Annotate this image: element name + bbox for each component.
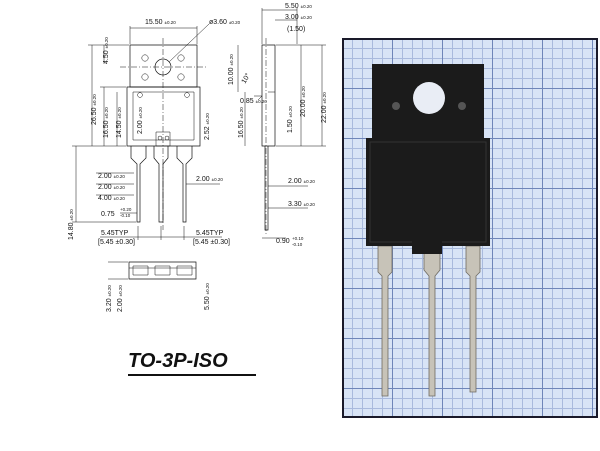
dim-tab-height: 4.50 (103, 50, 110, 64)
dim-lead-w2: 0.75 (101, 211, 115, 218)
svg-text:26.50±0.20: 26.50±0.20 (91, 94, 98, 125)
side-dim-h4: 22.00 (321, 105, 328, 123)
svg-text:2.00±0.20: 2.00±0.20 (98, 184, 125, 191)
svg-text:-0.10: -0.10 (292, 242, 303, 247)
svg-text:14.50±0.20: 14.50±0.20 (116, 107, 123, 138)
transistor-photo-illustration (366, 64, 490, 397)
svg-text:+0.10: +0.10 (292, 236, 304, 241)
svg-text:10.00±0.20: 10.00±0.20 (228, 54, 235, 85)
package-body (366, 138, 490, 246)
side-dim-angle: 10° (240, 72, 252, 85)
dim-lead-w4: 2.00 (196, 176, 210, 183)
svg-text:16.50±0.20: 16.50±0.20 (103, 107, 110, 138)
svg-text:4.00±0.20: 4.00±0.20 (98, 195, 125, 202)
svg-text:3.00±0.20: 3.00±0.20 (285, 14, 312, 21)
tab-dot-right (458, 102, 466, 110)
dim-hole-dia: ø3.60 (209, 19, 227, 26)
svg-text:14.80±0.20: 14.80±0.20 (68, 209, 75, 240)
svg-text:2.00±0.20: 2.00±0.20 (196, 176, 223, 183)
svg-text:5.50±0.20: 5.50±0.20 (204, 283, 211, 310)
side-dim-body-t-ref: (1.50) (287, 26, 305, 33)
dim-pitch-1: 5.45TYP (101, 230, 129, 237)
svg-text:2.00±0.20: 2.00±0.20 (137, 107, 144, 134)
title-underline (128, 374, 256, 376)
svg-text:15.50±0.20: 15.50±0.20 (145, 19, 176, 26)
side-dim-tab-h: 10.00 (228, 67, 235, 85)
side-dim-lead-t: 0.85 (240, 98, 254, 105)
technical-drawing: 15.50±0.20 ø3.60±0.20 4.50±0.20 26.50±0.… (68, 3, 328, 312)
dim-pitch-2: 5.45TYP (196, 230, 224, 237)
dim-lead-w1: 4.00 (98, 195, 112, 202)
side-dim-h3: 20.00 (300, 99, 307, 117)
package-title: TO-3P-ISO (128, 350, 228, 372)
dim-shoulder-1: 2.00 (98, 173, 112, 180)
svg-text:2.52±0.20: 2.52±0.20 (204, 113, 211, 140)
mounting-hole (413, 82, 445, 114)
leads (377, 245, 481, 397)
dim-body-h1: 16.50 (103, 120, 110, 138)
side-dim-body-t: 3.00 (285, 14, 299, 21)
svg-text:+0.20: +0.20 (120, 207, 132, 212)
svg-text:5.50±0.20: 5.50±0.20 (285, 3, 312, 10)
dim-body-h2: 14.50 (116, 120, 123, 138)
svg-text:-0.10: -0.10 (120, 213, 131, 218)
side-view: 5.50±0.20 3.00±0.20 (1.50) 10.00±0.20 10… (228, 3, 328, 247)
side-dim-h1: 16.50 (238, 120, 245, 138)
side-dim-h2: 1.50 (287, 119, 294, 133)
dim-pitch-1b: [5.45 ±0.30] (98, 239, 135, 246)
dim-lead-len: 14.80 (68, 222, 75, 240)
dim-width-main: 15.50 (145, 19, 163, 26)
svg-text:3.20±0.20: 3.20±0.20 (106, 285, 113, 312)
side-dim-thickness: 5.50 (285, 3, 299, 10)
dim-slot-h: 2.00 (137, 120, 144, 134)
dim-bottom-h2: 2.00 (117, 298, 124, 312)
dim-shoulder-2: 2.00 (98, 184, 112, 191)
dim-pitch-2b: [5.45 ±0.30] (193, 239, 230, 246)
side-dim-lead-w: 2.00 (288, 178, 302, 185)
svg-text:1.50±0.20: 1.50±0.20 (287, 106, 294, 133)
svg-text:4.50±0.20: 4.50±0.20 (103, 37, 110, 64)
bottom-view: 3.20±0.20 2.00±0.20 5.50±0.20 (106, 261, 211, 312)
tab-dot-left (392, 102, 400, 110)
svg-text:20.00±0.20: 20.00±0.20 (300, 86, 307, 117)
dim-overall-height: 26.50 (91, 107, 98, 125)
svg-text:ø3.60±0.20: ø3.60±0.20 (209, 19, 241, 26)
svg-text:22.00±0.20: 22.00±0.20 (321, 92, 328, 123)
side-dim-lead-end: 0.90 (276, 238, 290, 245)
svg-text:2.00±0.20: 2.00±0.20 (288, 178, 315, 185)
front-view: 15.50±0.20 ø3.60±0.20 4.50±0.20 26.50±0.… (68, 19, 241, 246)
dim-lead-w3: 2.52 (204, 126, 211, 140)
svg-text:0.85±0.20: 0.85±0.20 (240, 98, 267, 105)
svg-text:3.30±0.20: 3.30±0.20 (288, 201, 315, 208)
side-dim-lead-bend: 3.30 (288, 201, 302, 208)
svg-text:2.00±0.20: 2.00±0.20 (98, 173, 125, 180)
dim-bottom-h1: 3.20 (106, 298, 113, 312)
svg-text:2.00±0.20: 2.00±0.20 (117, 285, 124, 312)
svg-text:16.50±0.20: 16.50±0.20 (238, 107, 245, 138)
dim-bottom-h3: 5.50 (204, 296, 211, 310)
component-photo (342, 38, 598, 418)
